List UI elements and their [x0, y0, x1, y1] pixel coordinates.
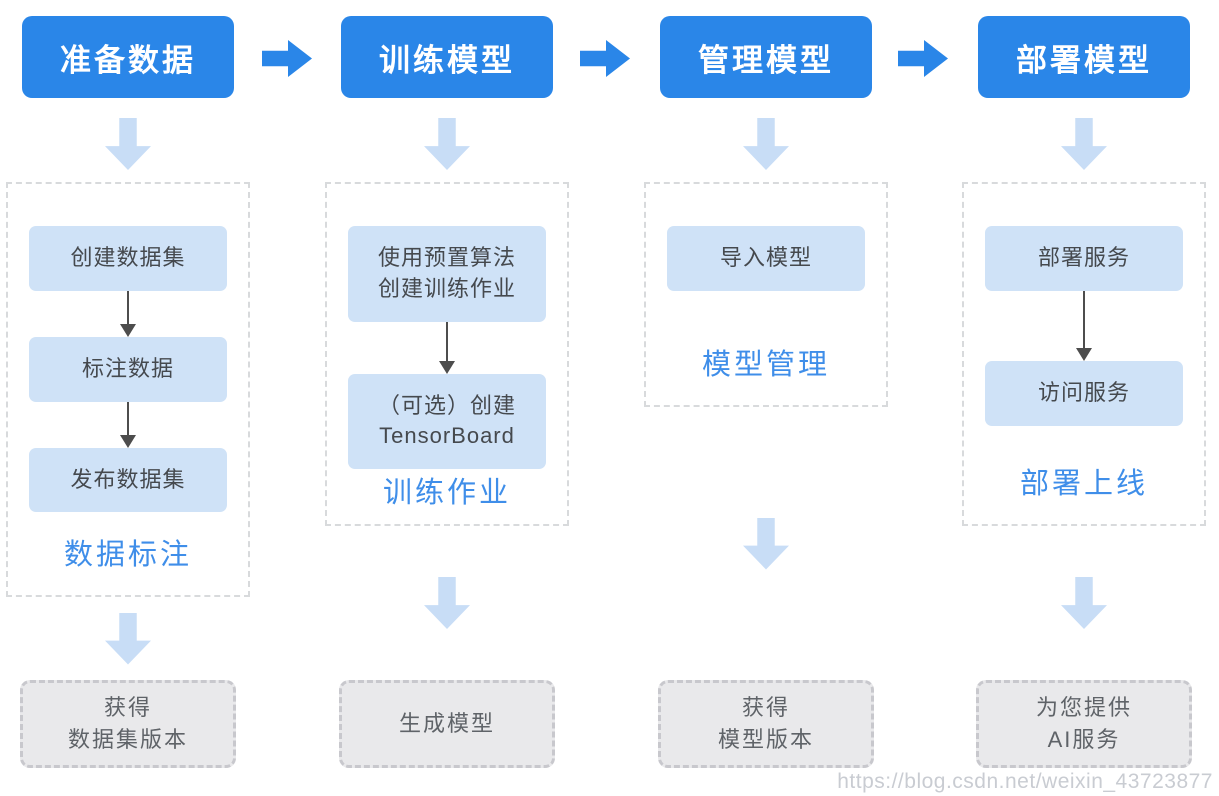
result-line: 数据集版本	[67, 727, 188, 752]
connector-arrow-icon	[1076, 290, 1092, 361]
result-box-dataset-version: 获得 数据集版本	[20, 680, 236, 768]
step-publish-dataset: 发布数据集	[29, 447, 227, 513]
stage-panel-data-labeling: 创建数据集 标注数据 发布数据集 数据标注	[6, 182, 250, 597]
connector-arrow-icon	[120, 290, 136, 337]
gap	[105, 597, 151, 680]
down-arrow-icon	[105, 118, 151, 170]
watermark-url: https://blog.csdn.net/weixin_43723877	[837, 770, 1213, 793]
step-label: （可选）创建	[377, 392, 516, 418]
stage-header-prepare-data: 准备数据	[22, 16, 234, 98]
result-line: 获得	[103, 695, 152, 721]
stage-column-prepare-data: 准备数据 创建数据集 标注数据 发布数据集 数据标注 获得 数据集版本	[6, 16, 250, 768]
result-line: 生成模型	[398, 711, 495, 737]
stage-header-label: 部署模型	[1016, 42, 1152, 78]
step-label: 创建数据集	[70, 245, 186, 270]
down-arrow-icon	[743, 118, 789, 170]
stage-panel-model-management: 导入模型 模型管理	[644, 182, 888, 407]
stage-column-manage-model: 管理模型 导入模型 模型管理 获得 模型版本	[644, 16, 888, 768]
gap	[743, 407, 789, 680]
result-line: 为您提供	[1035, 695, 1132, 721]
stage-header-label: 训练模型	[379, 42, 515, 78]
connector-arrow-icon	[120, 401, 136, 448]
stage-column-train-model: 训练模型 使用预置算法 创建训练作业 （可选）创建 TensorBoard 训练…	[325, 16, 569, 768]
step-label: TensorBoard	[379, 423, 515, 449]
down-arrow-icon	[1061, 118, 1107, 170]
gap	[1061, 526, 1107, 680]
next-stage-arrow-icon	[262, 40, 312, 77]
step-label-data: 标注数据	[29, 336, 227, 402]
stage-header-label: 管理模型	[698, 42, 834, 78]
stage-header-train-model: 训练模型	[341, 16, 553, 98]
gap	[424, 526, 470, 680]
stage-header-manage-model: 管理模型	[660, 16, 872, 98]
stage-column-deploy-model: 部署模型 部署服务 访问服务 部署上线 为您提供 AI服务	[962, 16, 1206, 768]
stage-panel-deploy-online: 部署服务 访问服务 部署上线	[962, 182, 1206, 526]
step-label: 发布数据集	[70, 466, 186, 492]
down-arrow-icon	[424, 577, 470, 629]
down-arrow-icon	[424, 118, 470, 170]
group-label-deploy-online: 部署上线	[1019, 468, 1148, 500]
next-stage-arrow-icon	[580, 40, 630, 77]
group-label-training-job: 训练作业	[382, 477, 511, 510]
step-label: 部署服务	[1037, 245, 1130, 270]
step-create-tensorboard: （可选）创建 TensorBoard	[348, 373, 546, 470]
down-arrow-icon	[1061, 577, 1107, 629]
down-arrow-icon	[105, 612, 151, 665]
result-box-model-version: 获得 模型版本	[658, 680, 874, 768]
down-arrow-icon	[743, 517, 789, 570]
step-import-model: 导入模型	[667, 226, 865, 291]
group-label-model-management: 模型管理	[701, 349, 830, 381]
step-label: 标注数据	[81, 355, 174, 381]
step-access-service: 访问服务	[985, 360, 1183, 426]
result-box-ai-service: 为您提供 AI服务	[976, 680, 1192, 768]
result-line: 模型版本	[717, 727, 814, 752]
stage-header-deploy-model: 部署模型	[978, 16, 1190, 98]
step-create-training-job: 使用预置算法 创建训练作业	[348, 226, 546, 322]
stage-panel-training-job: 使用预置算法 创建训练作业 （可选）创建 TensorBoard 训练作业	[325, 182, 569, 526]
stage-header-label: 准备数据	[60, 42, 196, 78]
step-deploy-service: 部署服务	[985, 226, 1183, 291]
step-label: 导入模型	[719, 245, 812, 270]
result-line: AI服务	[1047, 727, 1121, 752]
next-stage-arrow-icon	[898, 40, 948, 77]
result-box-generate-model: 生成模型	[339, 680, 555, 768]
connector-arrow-icon	[439, 321, 455, 374]
step-label: 使用预置算法	[377, 245, 516, 270]
result-line: 获得	[741, 695, 790, 721]
step-create-dataset: 创建数据集	[29, 226, 227, 291]
group-label-data-labeling: 数据标注	[63, 539, 192, 571]
step-label: 创建训练作业	[377, 275, 516, 301]
step-label: 访问服务	[1037, 379, 1130, 405]
